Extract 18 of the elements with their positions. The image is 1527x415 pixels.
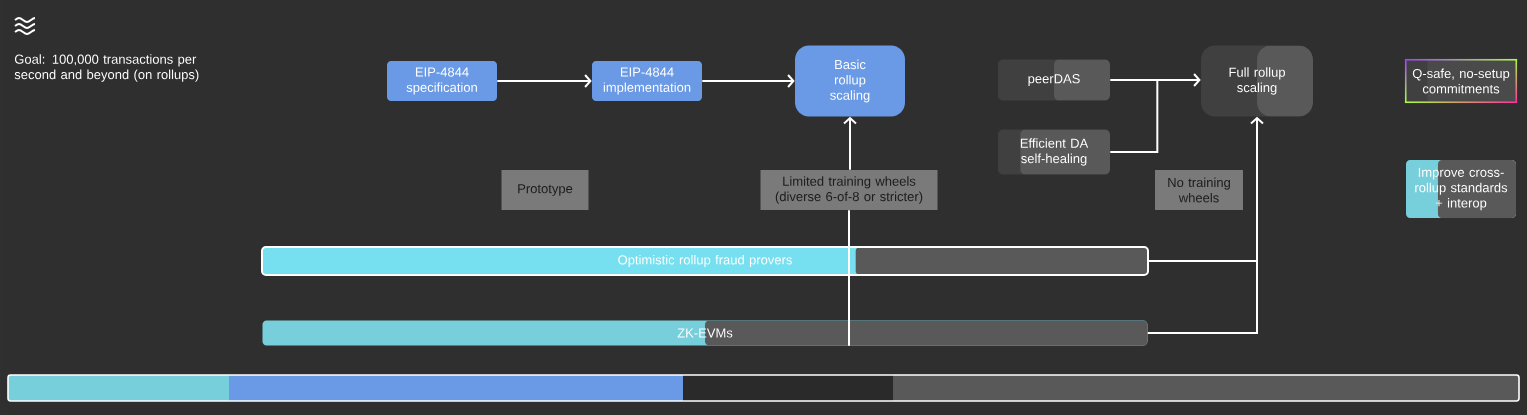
progress-bar: ZK-EVMs	[262, 320, 1148, 346]
arrow	[701, 74, 795, 88]
stage-label: Prototype	[501, 170, 589, 210]
arrow	[1109, 73, 1201, 153]
process-box: Efficient DA self-healing	[998, 129, 1110, 175]
process-box: peerDAS	[998, 59, 1110, 101]
milestone-box: Full rollup scaling	[1201, 45, 1313, 117]
stage-label: No training wheels	[1155, 170, 1243, 210]
progress-bar: Optimistic rollup fraud provers	[261, 246, 1149, 276]
goal-text: Goal: 100,000 transactions per second and beyond (on rollups)	[14, 54, 199, 82]
milestone-box: Basic rollup scaling	[795, 45, 905, 117]
process-box: EIP-4844 specification	[387, 61, 497, 101]
stage-label: Limited training wheels (diverse 6-of-8 or stricter)	[760, 170, 938, 210]
arrow	[843, 116, 857, 171]
arrow	[1146, 116, 1264, 334]
arrow	[496, 74, 592, 88]
process-box: Q-safe, no-setup commitments	[1405, 59, 1517, 103]
process-box: EIP-4844 implementation	[592, 61, 702, 101]
